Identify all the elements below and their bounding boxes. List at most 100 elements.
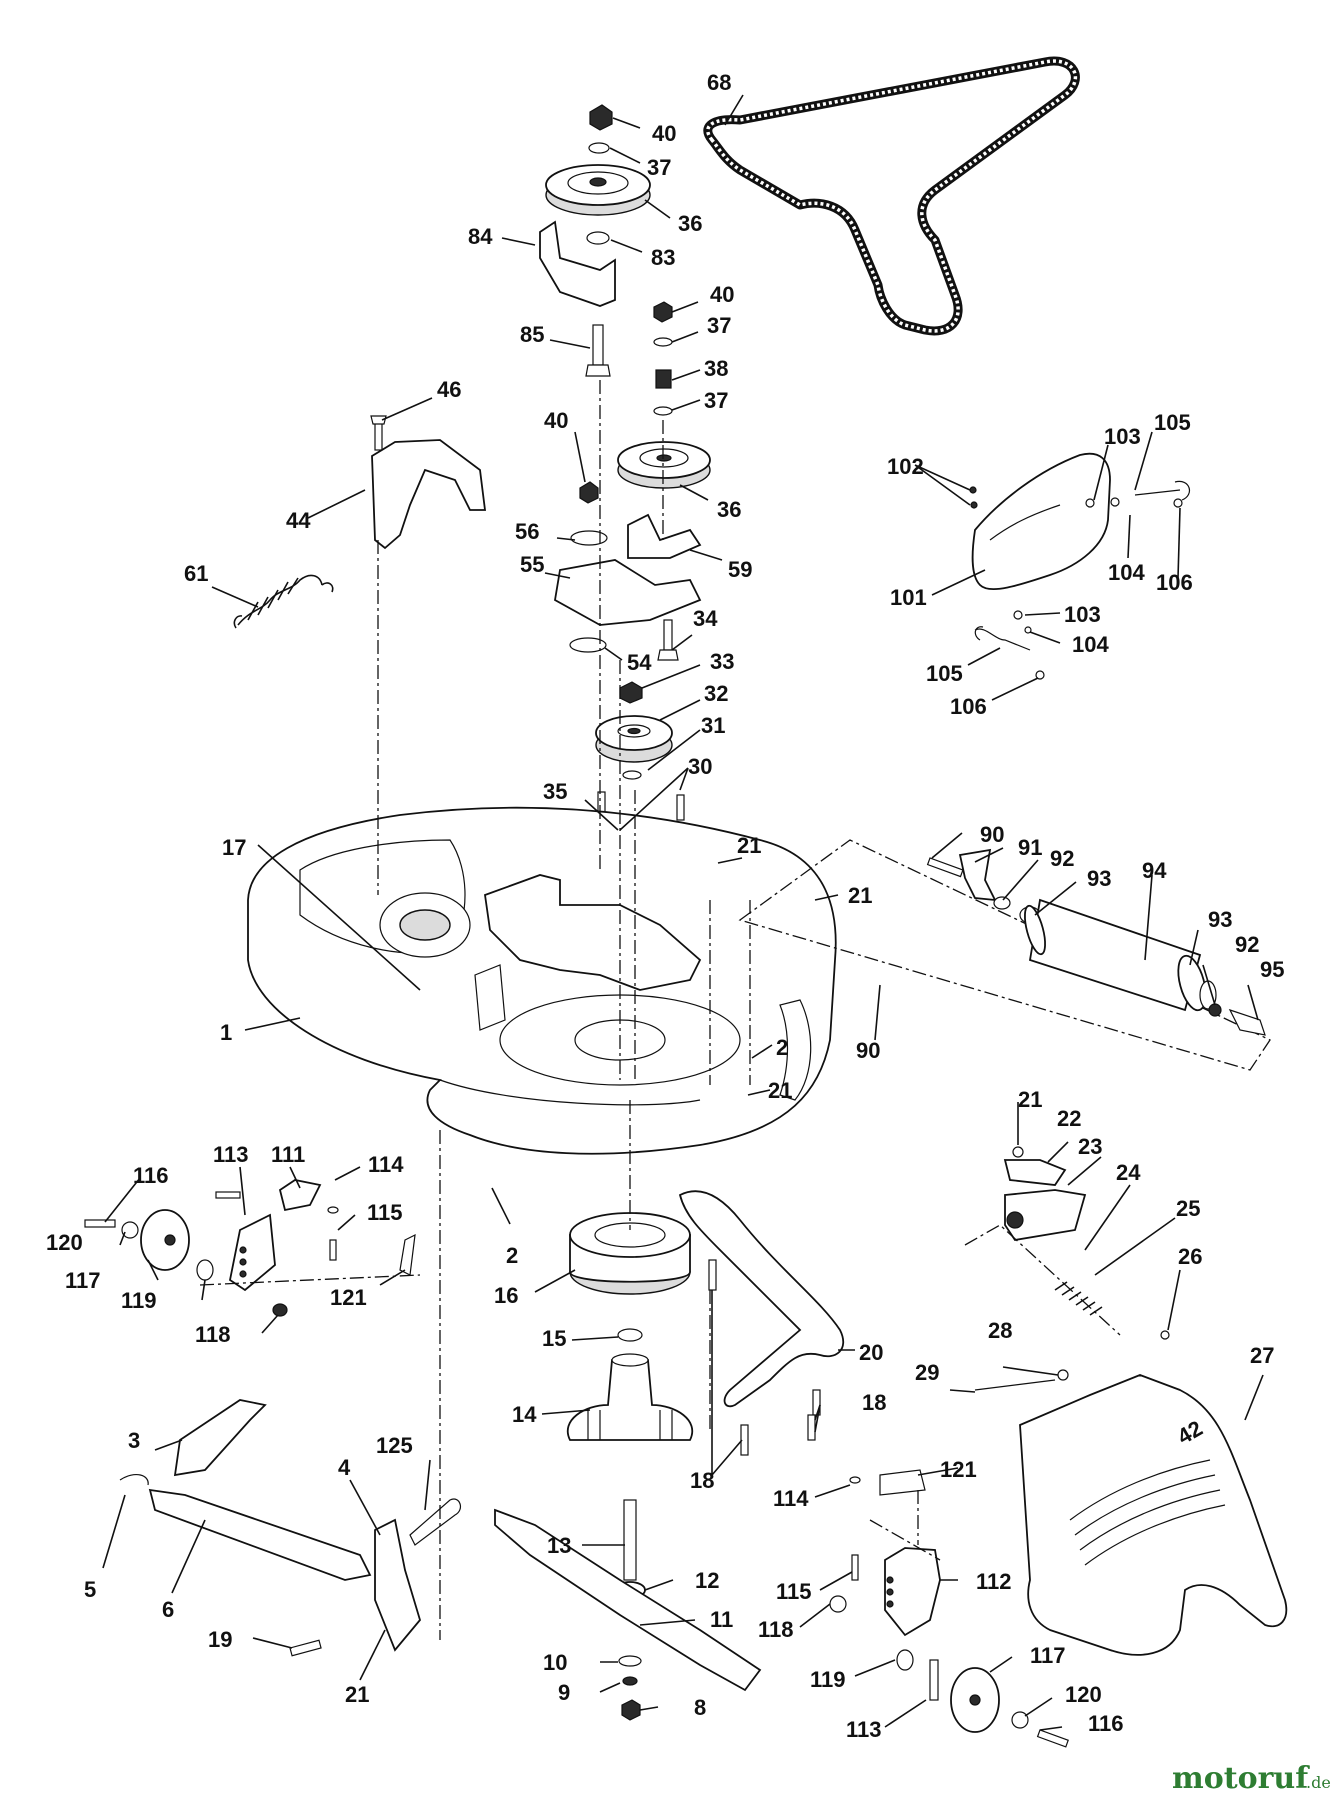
label-part-119: 119 bbox=[121, 1288, 157, 1313]
label-part-92: 92 bbox=[1050, 846, 1074, 871]
mower-deck-drawing bbox=[247, 806, 837, 1155]
part-labels: 68 40 37 36 84 83 40 37 85 38 37 46 40 3… bbox=[46, 70, 1284, 1742]
lower-idler-assembly-drawing bbox=[617, 301, 711, 489]
label-part-85: 85 bbox=[520, 322, 544, 347]
drive-pulley-drawing bbox=[595, 681, 685, 881]
label-part-125: 125 bbox=[376, 1433, 413, 1458]
label-part-91: 91 bbox=[1018, 835, 1042, 860]
label-part-103: 103 bbox=[1104, 424, 1141, 449]
label-part-25: 25 bbox=[1176, 1196, 1200, 1221]
idler-bracket-drawing bbox=[554, 481, 702, 661]
label-part-114: 114 bbox=[773, 1486, 809, 1511]
label-part-16: 16 bbox=[494, 1283, 518, 1308]
label-part-34: 34 bbox=[693, 606, 718, 631]
label-part-13: 13 bbox=[547, 1533, 571, 1558]
label-part-106: 106 bbox=[1156, 570, 1193, 595]
label-part-94: 94 bbox=[1142, 858, 1167, 883]
blade-spindle-drawing bbox=[494, 1212, 762, 1721]
label-part-104: 104 bbox=[1108, 560, 1145, 585]
label-part-24: 24 bbox=[1116, 1160, 1141, 1185]
label-part-10: 10 bbox=[543, 1650, 567, 1675]
center-lines bbox=[377, 380, 751, 1430]
label-part-59: 59 bbox=[728, 557, 752, 582]
label-part-115: 115 bbox=[776, 1579, 812, 1604]
label-part-55: 55 bbox=[520, 552, 544, 577]
label-part-30: 30 bbox=[688, 754, 712, 779]
label-part-101: 101 bbox=[890, 585, 927, 610]
label-part-40: 40 bbox=[652, 121, 676, 146]
watermark: motoruf .de bbox=[1172, 1761, 1331, 1796]
label-part-22: 22 bbox=[1057, 1106, 1081, 1131]
belt-guard-drawing bbox=[370, 415, 487, 550]
label-part-120: 120 bbox=[1065, 1682, 1102, 1707]
label-part-21: 21 bbox=[345, 1682, 369, 1707]
label-part-92: 92 bbox=[1235, 932, 1259, 957]
label-part-102: 102 bbox=[887, 454, 924, 479]
label-part-4: 4 bbox=[338, 1455, 351, 1480]
left-gauge-wheel-drawing bbox=[84, 1179, 421, 1317]
label-part-38: 38 bbox=[704, 356, 728, 381]
watermark-tld: .de bbox=[1306, 1773, 1331, 1792]
label-part-121: 121 bbox=[330, 1285, 367, 1310]
label-part-111: 111 bbox=[271, 1142, 305, 1167]
label-part-115: 115 bbox=[367, 1200, 403, 1225]
label-part-28: 28 bbox=[988, 1318, 1012, 1343]
label-part-35: 35 bbox=[543, 779, 567, 804]
label-part-120: 120 bbox=[46, 1230, 83, 1255]
label-part-21: 21 bbox=[737, 833, 761, 858]
label-part-17: 17 bbox=[222, 835, 246, 860]
label-part-93: 93 bbox=[1208, 907, 1232, 932]
label-part-20: 20 bbox=[859, 1340, 883, 1365]
label-part-119: 119 bbox=[810, 1667, 846, 1692]
label-part-19: 19 bbox=[208, 1627, 232, 1652]
drive-belt-drawing bbox=[703, 56, 1080, 336]
label-part-95: 95 bbox=[1260, 957, 1284, 982]
label-part-121: 121 bbox=[940, 1457, 977, 1482]
label-part-36: 36 bbox=[717, 497, 741, 522]
label-part-46: 46 bbox=[437, 377, 461, 402]
label-part-61: 61 bbox=[184, 561, 208, 586]
label-part-2: 2 bbox=[506, 1243, 518, 1268]
label-part-90: 90 bbox=[856, 1038, 880, 1063]
label-part-32: 32 bbox=[704, 681, 728, 706]
leader-lines bbox=[102, 94, 1264, 1731]
label-part-15: 15 bbox=[542, 1326, 566, 1351]
label-part-8: 8 bbox=[694, 1695, 706, 1720]
label-part-117: 117 bbox=[65, 1268, 101, 1293]
label-part-112: 112 bbox=[976, 1569, 1012, 1594]
label-part-93: 93 bbox=[1087, 866, 1111, 891]
label-part-11: 11 bbox=[710, 1607, 733, 1632]
label-part-6: 6 bbox=[162, 1597, 174, 1622]
label-part-14: 14 bbox=[512, 1402, 537, 1427]
label-part-40: 40 bbox=[710, 282, 734, 307]
label-part-21: 21 bbox=[848, 883, 872, 908]
spring-drawing bbox=[233, 574, 334, 629]
label-part-118: 118 bbox=[758, 1617, 794, 1642]
label-part-5: 5 bbox=[84, 1577, 96, 1602]
label-part-33: 33 bbox=[710, 649, 734, 674]
label-part-2: 2 bbox=[776, 1035, 788, 1060]
label-part-21: 21 bbox=[1018, 1087, 1042, 1112]
label-part-105: 105 bbox=[1154, 410, 1191, 435]
label-part-113: 113 bbox=[846, 1717, 882, 1742]
label-part-106: 106 bbox=[950, 694, 987, 719]
upper-idler-assembly-drawing bbox=[539, 104, 651, 377]
label-part-12: 12 bbox=[695, 1568, 719, 1593]
label-part-3: 3 bbox=[128, 1428, 140, 1453]
deflector-shield-drawing bbox=[969, 452, 1191, 680]
label-part-9: 9 bbox=[558, 1680, 570, 1705]
label-part-29: 29 bbox=[915, 1360, 939, 1385]
label-part-54: 54 bbox=[627, 650, 652, 675]
label-part-37: 37 bbox=[704, 388, 728, 413]
label-part-104: 104 bbox=[1072, 632, 1109, 657]
label-part-103: 103 bbox=[1064, 602, 1101, 627]
watermark-brand: motoruf bbox=[1172, 1761, 1310, 1796]
label-part-31: 31 bbox=[701, 713, 725, 738]
label-part-44: 44 bbox=[286, 508, 311, 533]
label-part-18: 18 bbox=[862, 1390, 886, 1415]
label-part-113: 113 bbox=[213, 1142, 249, 1167]
label-part-90: 90 bbox=[980, 822, 1004, 847]
label-part-37: 37 bbox=[647, 155, 671, 180]
label-part-26: 26 bbox=[1178, 1244, 1202, 1269]
